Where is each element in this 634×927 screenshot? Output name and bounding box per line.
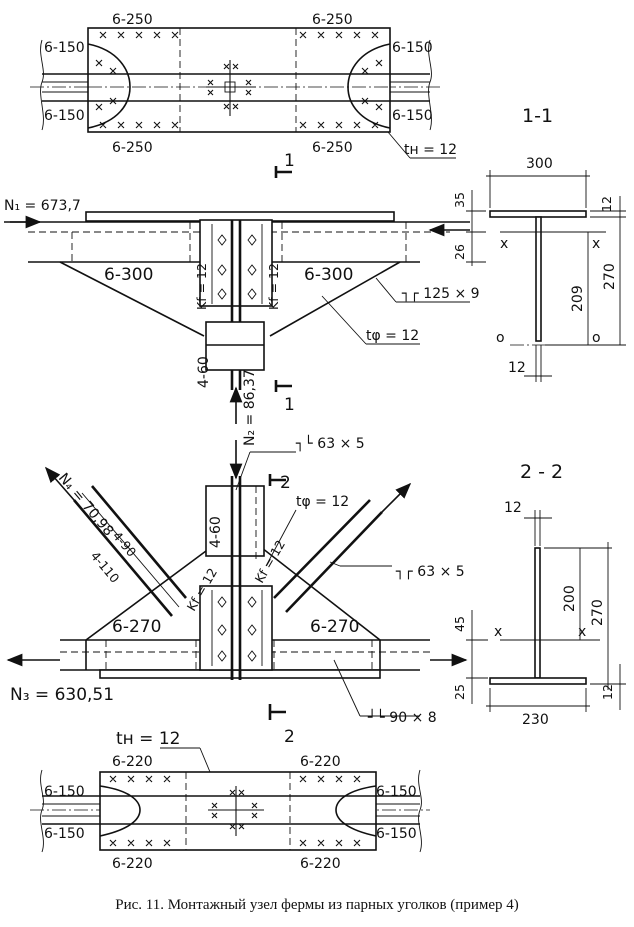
section-1-axis-o-left: o <box>496 330 505 346</box>
top-weld-top-left-label: 6-250 <box>112 12 153 28</box>
upper-weld-right-label: 6-300 <box>304 265 353 285</box>
section-2-marker-bottom <box>268 704 286 720</box>
section-1-flange <box>489 210 587 218</box>
lower-bolts <box>217 596 257 662</box>
section-1-title: 1-1 <box>522 105 553 127</box>
top-weld-left-lower-label: 6-150 <box>44 108 85 124</box>
upper-lower-post <box>205 321 265 371</box>
section-1-axis-x-left: x <box>500 236 508 252</box>
upper-bolts <box>217 234 257 300</box>
section-2-low-dim: 45 <box>452 616 467 632</box>
upper-angle-profile-label: ┐┌ 125 × 9 <box>402 286 480 302</box>
section-2-web-height: 200 <box>562 585 578 612</box>
section-2-2: 2 - 2 12 200 270 45 25 230 12 x x <box>452 461 626 728</box>
section-2-title: 2 - 2 <box>520 461 563 483</box>
section-2-total-height: 270 <box>590 599 606 626</box>
bottom-center-cross <box>208 786 264 836</box>
section-1-web-height: 209 <box>570 285 586 312</box>
top-center-cross <box>206 60 256 116</box>
top-plate-thickness-label: tн = 12 <box>404 142 457 158</box>
section-1-flange-thk: 12 <box>599 196 614 212</box>
top-left-weld-cutout <box>87 43 131 129</box>
lower-angle-chord-label: ┘└ 90 × 8 <box>368 709 437 726</box>
bottom-weld-top-right-label: 6-220 <box>300 754 341 770</box>
lower-weld-diag-b-label: 4-110 <box>88 548 123 586</box>
bottom-weld-bottom-right-label: 6-220 <box>300 856 341 872</box>
section-1-axis-o-right: o <box>592 330 601 346</box>
section-2-bottom-dim: 25 <box>452 684 467 700</box>
section-1-1: 1-1 300 12 35 26 209 270 12 x x o o <box>452 105 626 382</box>
bottom-left-weld-cutout <box>99 785 141 837</box>
section-2-mark-bottom: 2 <box>284 727 295 747</box>
section-1-mid-dim: 26 <box>452 244 467 260</box>
section-2-flange <box>489 677 587 685</box>
section-1-marker-bottom <box>274 380 292 392</box>
section-1-top-dim: 35 <box>452 192 467 208</box>
bottom-plan-view: tн = 12 6-220 6-220 6-220 6-220 6-150 6-… <box>30 729 430 872</box>
top-weld-left-upper-label: 6-150 <box>44 40 85 56</box>
bottom-weld-symbols <box>109 775 361 847</box>
force-n2-label: N₂ = 86,37 <box>242 369 258 446</box>
lower-weld-left-label: 6-270 <box>112 617 161 637</box>
upper-weld-post-label: 4-60 <box>196 356 212 388</box>
figure-caption: Рис. 11. Монтажный узел фермы из парных … <box>115 897 519 913</box>
bottom-weld-left-upper-label: 6-150 <box>44 784 85 800</box>
lower-weld-post-label: 4-60 <box>208 516 224 548</box>
section-2-axis-x-right: x <box>578 624 586 640</box>
bottom-weld-bottom-left-label: 6-220 <box>112 856 153 872</box>
section-2-axis-x-left: x <box>494 624 502 640</box>
upper-weld-left-label: 6-300 <box>104 265 153 285</box>
bottom-weld-left-lower-label: 6-150 <box>44 826 85 842</box>
upper-node-elevation: N₁ = 673,7 6-300 6-300 Kf = 12 Kf = 12 ┐… <box>4 151 480 446</box>
bottom-splice-plate <box>99 771 377 851</box>
section-1-flange-width: 300 <box>526 156 553 172</box>
upper-kf-right-label: Kf = 12 <box>266 263 281 310</box>
section-2-web <box>534 547 541 679</box>
force-n3-label: N₃ = 630,51 <box>10 685 114 705</box>
upper-kf-left-label: Kf = 12 <box>194 263 209 310</box>
top-weld-bottom-left-label: 6-250 <box>112 140 153 156</box>
force-n4-arrow <box>44 466 75 501</box>
lower-post-plate <box>199 585 273 671</box>
top-weld-right-upper-label: 6-150 <box>392 40 433 56</box>
lower-diagonal-left <box>73 499 173 617</box>
section-2-flange-thk: 12 <box>600 684 615 700</box>
bottom-weld-right-lower-label: 6-150 <box>376 826 417 842</box>
section-1-mark-bottom: 1 <box>284 395 295 415</box>
diag-right-arrow <box>381 482 412 513</box>
section-2-mark-top: 2 <box>280 473 291 493</box>
section-1-mark-top: 1 <box>284 151 295 171</box>
section-1-marker-top <box>274 166 292 178</box>
lower-diagonal-right <box>285 511 383 613</box>
upper-post-plate <box>199 219 273 307</box>
bottom-right-weld-cutout <box>335 785 377 837</box>
upper-gusset-thickness-label: tφ = 12 <box>366 328 419 344</box>
section-1-axis-x-right: x <box>592 236 600 252</box>
top-weld-right-lower-label: 6-150 <box>392 108 433 124</box>
top-plan-view: 6-250 6-250 6-250 6-250 6-150 6-150 6-15… <box>30 12 457 159</box>
lower-angle-post-label: ┐└ 63 × 5 <box>296 435 365 452</box>
bottom-weld-top-left-label: 6-220 <box>112 754 153 770</box>
section-2-web-thk: 12 <box>504 500 522 516</box>
section-1-web <box>535 216 542 342</box>
top-weld-bottom-right-label: 6-250 <box>312 140 353 156</box>
top-weld-symbols <box>95 31 383 129</box>
section-1-total-height: 270 <box>602 263 618 290</box>
lower-weld-right-label: 6-270 <box>310 617 359 637</box>
upper-gusset-outline <box>59 261 401 337</box>
top-weld-top-right-label: 6-250 <box>312 12 353 28</box>
bottom-plate-thickness-label: tн = 12 <box>116 729 180 749</box>
lower-node-elevation: N₄ = 70,98 N₃ = 630,51 ┐└ 63 × 5 ┐┌ 63 ×… <box>6 435 468 747</box>
top-right-weld-cutout <box>347 43 391 129</box>
bottom-weld-right-upper-label: 6-150 <box>376 784 417 800</box>
section-2-marker-top <box>268 474 286 486</box>
top-splice-plate <box>87 27 391 133</box>
lower-gusset-thickness-label: tφ = 12 <box>296 494 349 510</box>
lower-angle-diag-label: ┐┌ 63 × 5 <box>396 564 465 580</box>
force-n1-label: N₁ = 673,7 <box>4 198 81 214</box>
section-2-flange-width: 230 <box>522 712 549 728</box>
lower-upper-post <box>205 485 265 557</box>
section-1-web-thk: 12 <box>508 360 526 376</box>
